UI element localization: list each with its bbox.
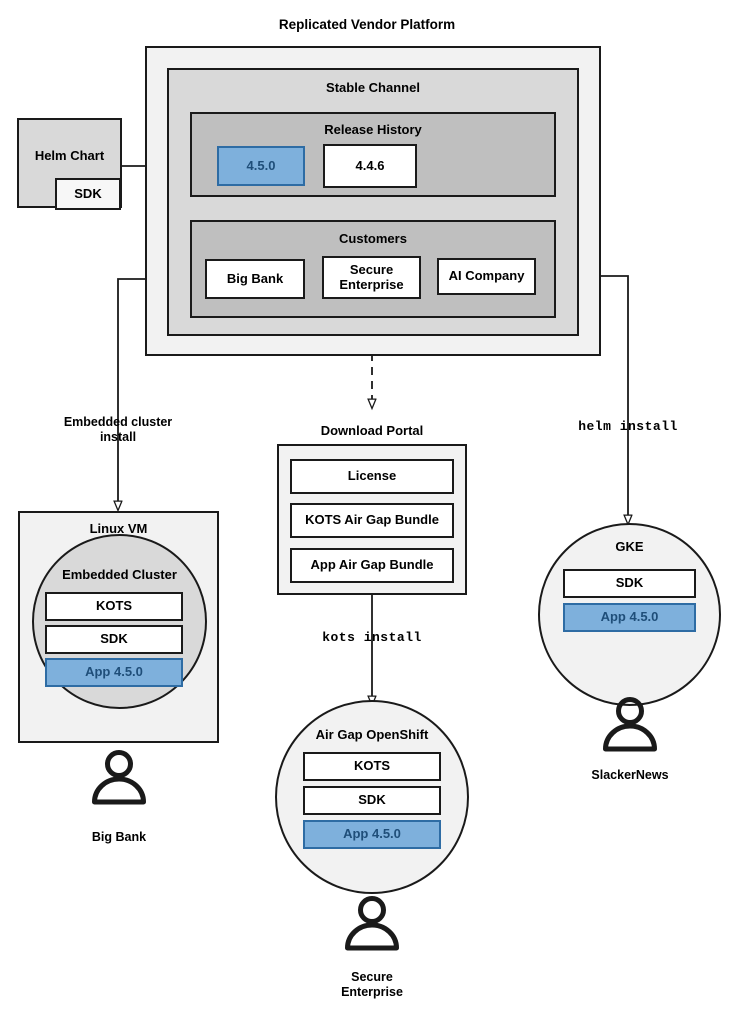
portal-artifact-label: KOTS Air Gap Bundle bbox=[305, 512, 439, 528]
component-label: App 4.5.0 bbox=[600, 609, 659, 625]
customer-label: Big Bank bbox=[226, 270, 284, 286]
release-history-title: Release History bbox=[324, 122, 422, 137]
gke-user-label: SlackerNews bbox=[591, 768, 669, 782]
install-label-helm: helm install bbox=[578, 419, 678, 434]
install-label-embedded-cluster: Embedded cluster install bbox=[28, 415, 208, 445]
gke-component-app[interactable]: App 4.5.0 bbox=[563, 603, 696, 632]
customer-label: AI Company bbox=[448, 268, 525, 284]
helm-chart-sdk-label: SDK bbox=[74, 185, 102, 201]
openshift-component-app[interactable]: App 4.5.0 bbox=[303, 820, 441, 849]
embedded-cluster-title: Embedded Cluster bbox=[62, 567, 177, 582]
portal-artifact-label: License bbox=[347, 468, 397, 484]
stable-channel-title: Stable Channel bbox=[326, 80, 420, 95]
release-chip-4-4-6[interactable]: 4.4.6 bbox=[323, 144, 417, 188]
customer-secure-enterprise[interactable]: Secure Enterprise bbox=[322, 256, 421, 299]
openshift-user-line1: Secure bbox=[351, 970, 393, 984]
openshift-user-label: Secure Enterprise bbox=[282, 970, 462, 1000]
linux-vm-component-app[interactable]: App 4.5.0 bbox=[45, 658, 183, 687]
openshift-title: Air Gap OpenShift bbox=[315, 727, 429, 742]
component-label: SDK bbox=[100, 631, 128, 647]
release-chip-4-5-0[interactable]: 4.5.0 bbox=[217, 146, 305, 186]
linux-vm-component-kots[interactable]: KOTS bbox=[45, 592, 183, 621]
linux-vm-title: Linux VM bbox=[89, 521, 148, 536]
gke-title: GKE bbox=[615, 539, 644, 554]
component-label: KOTS bbox=[95, 598, 133, 614]
customers-title: Customers bbox=[339, 231, 407, 246]
portal-artifact-app-airgap-bundle[interactable]: App Air Gap Bundle bbox=[290, 548, 454, 583]
component-label: KOTS bbox=[353, 758, 391, 774]
linux-vm-user-label: Big Bank bbox=[91, 830, 147, 844]
portal-artifact-label: App Air Gap Bundle bbox=[310, 557, 434, 573]
portal-artifact-kots-airgap-bundle[interactable]: KOTS Air Gap Bundle bbox=[290, 503, 454, 538]
customer-ai-company[interactable]: AI Company bbox=[437, 258, 536, 295]
customer-label-line1: Secure bbox=[349, 261, 394, 277]
person-icon-big-bank bbox=[92, 750, 146, 805]
openshift-user-line2: Enterprise bbox=[341, 984, 403, 999]
portal-artifact-license[interactable]: License bbox=[290, 459, 454, 494]
download-portal-title: Download Portal bbox=[320, 423, 424, 438]
component-label: SDK bbox=[358, 792, 386, 808]
release-chip-label: 4.5.0 bbox=[246, 157, 276, 173]
openshift-component-kots[interactable]: KOTS bbox=[303, 752, 441, 781]
release-chip-label: 4.4.6 bbox=[355, 157, 385, 173]
diagram-title: Replicated Vendor Platform bbox=[278, 17, 456, 32]
person-icon-slackernews bbox=[603, 697, 657, 752]
customer-label-line2: Enterprise bbox=[339, 276, 404, 292]
openshift-component-sdk[interactable]: SDK bbox=[303, 786, 441, 815]
install-label-line1: Embedded cluster bbox=[63, 415, 173, 429]
install-label-kots: kots install bbox=[322, 630, 422, 645]
person-icon-secure-enterprise bbox=[345, 896, 399, 951]
linux-vm-component-sdk[interactable]: SDK bbox=[45, 625, 183, 654]
component-label: SDK bbox=[615, 575, 644, 591]
helm-chart-sdk-box[interactable]: SDK bbox=[55, 178, 121, 210]
install-label-line2: install bbox=[99, 429, 137, 444]
gke-component-sdk[interactable]: SDK bbox=[563, 569, 696, 598]
customer-big-bank[interactable]: Big Bank bbox=[205, 259, 305, 299]
component-label: App 4.5.0 bbox=[343, 826, 401, 842]
helm-chart-label: Helm Chart bbox=[34, 148, 105, 163]
component-label: App 4.5.0 bbox=[85, 664, 143, 680]
